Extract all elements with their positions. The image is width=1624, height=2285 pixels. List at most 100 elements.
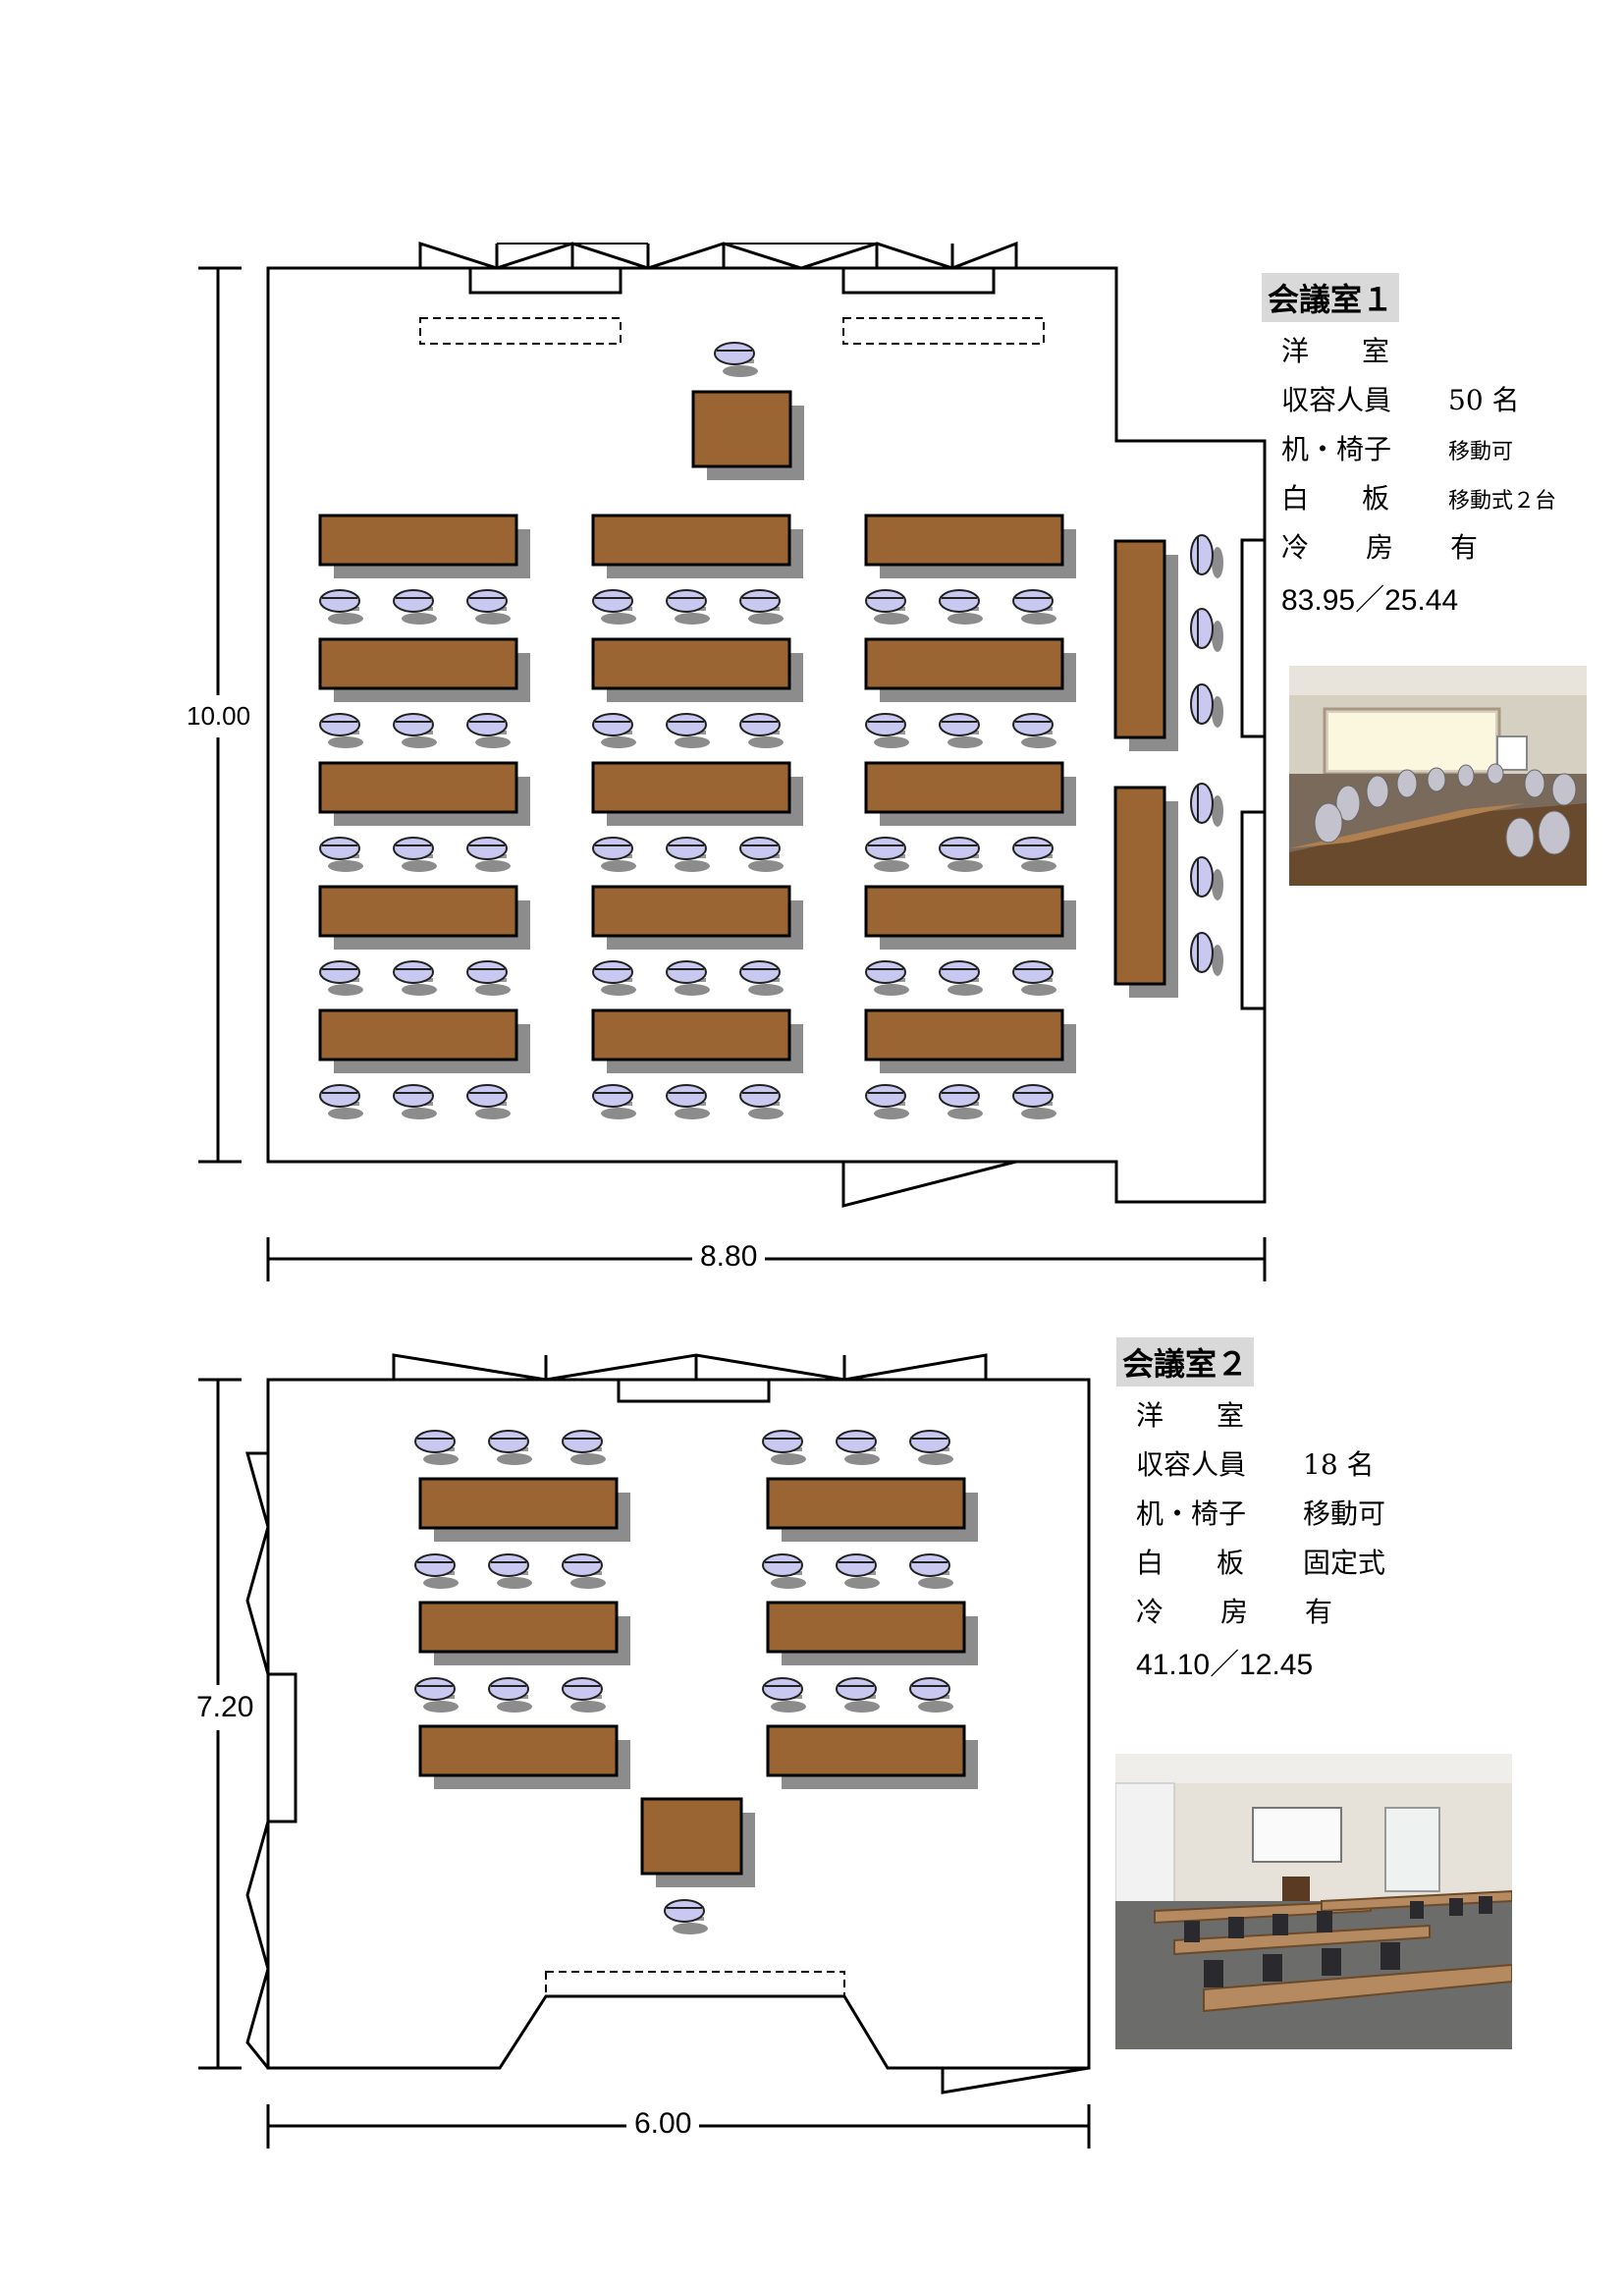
room1-chair	[466, 713, 511, 748]
room1-lectern-table	[691, 390, 804, 480]
room1-screen-left	[419, 317, 622, 345]
room1-type-char: 室	[1361, 335, 1389, 367]
room1-desk	[591, 1008, 803, 1073]
room2-chair	[488, 1677, 532, 1713]
room1-info: 会議室１ 洋 室 収容人員 50 名 机・椅子 移動可 白 板 移動式２台 冷 …	[1262, 273, 1557, 625]
room1-chair	[393, 1084, 437, 1119]
room2-wall	[266, 1378, 1091, 2070]
room2-door	[941, 2066, 1090, 2095]
room2-title: 会議室２	[1116, 1337, 1255, 1387]
room1-chair	[393, 713, 437, 748]
room2-width-dimension: 6.00	[626, 2107, 700, 2141]
room1-desk	[864, 1008, 1076, 1073]
room1-chair	[739, 837, 784, 872]
room1-aircon-char: 冷	[1281, 531, 1310, 564]
room1-capacity-value: 50 名	[1448, 384, 1520, 416]
room1-whiteboard-char: 板	[1361, 482, 1389, 515]
room2-lectern-table	[640, 1797, 755, 1887]
room1-chair	[592, 589, 636, 625]
room1-chair	[739, 589, 784, 625]
room2-desk	[418, 1724, 630, 1789]
room2-whiteboard-char: 板	[1216, 1547, 1244, 1579]
room1-chair	[865, 1084, 909, 1119]
room1-chair	[865, 589, 909, 625]
room1-desk	[318, 1008, 530, 1073]
room1-chair	[666, 960, 710, 996]
room1-capacity-label: 収容人員	[1281, 384, 1392, 416]
room1-desk	[591, 761, 803, 826]
room1-side-chair	[1190, 534, 1223, 578]
room1-chair	[319, 713, 363, 748]
room1-chair	[739, 713, 784, 748]
room1-side-panel-upper	[1240, 538, 1267, 738]
room1-chair	[939, 960, 983, 996]
room1-desk	[864, 885, 1076, 950]
room1-whiteboard-char: 白	[1281, 482, 1310, 515]
room1-chair	[666, 837, 710, 872]
room2-aircon-char: 房	[1219, 1596, 1248, 1628]
room2-whiteboard-value: 固定式	[1303, 1547, 1386, 1579]
room2-desk	[418, 1601, 630, 1665]
room1-desk	[318, 637, 530, 702]
room2-chair	[836, 1677, 880, 1713]
room2-chair	[909, 1553, 953, 1589]
room2-chair	[562, 1430, 606, 1465]
room1-chair	[939, 589, 983, 625]
room1-chair	[666, 1084, 710, 1119]
room1-side-chair	[1190, 608, 1223, 652]
room2-chair	[762, 1430, 806, 1465]
room2-chair	[836, 1553, 880, 1589]
room1-whiteboard-value: 移動式２台	[1448, 489, 1557, 514]
room1-chair	[466, 589, 511, 625]
room1-chair	[666, 589, 710, 625]
room2-desk	[766, 1724, 978, 1789]
room2-whiteboard-char: 白	[1136, 1547, 1164, 1579]
room2-left-panel	[266, 1672, 298, 1823]
room1-desk	[318, 514, 530, 578]
room1-aircon: 冷 房 有	[1281, 526, 1478, 566]
room1-side-desk	[1113, 786, 1178, 998]
room1-desk	[591, 885, 803, 950]
room1-chair	[865, 960, 909, 996]
room1-side-chair	[1190, 683, 1223, 728]
room1-chair	[393, 837, 437, 872]
room1-chair	[939, 837, 983, 872]
room1-top-niche-left	[468, 266, 623, 295]
room1-title: 会議室１	[1262, 273, 1400, 322]
room2-chair	[909, 1430, 953, 1465]
room1-area: 83.95／25.44	[1281, 584, 1459, 617]
room1-chair	[739, 1084, 784, 1119]
room1-type: 洋 室	[1281, 330, 1389, 369]
room1-side-desk	[1113, 539, 1178, 751]
room1-chair	[865, 837, 909, 872]
room1-chair	[592, 837, 636, 872]
room2-chair	[488, 1430, 532, 1465]
room1-desk	[591, 514, 803, 578]
room2-chair	[762, 1677, 806, 1713]
room1-side-panel-lower	[1240, 810, 1267, 1010]
room2-furniture-value: 移動可	[1303, 1497, 1386, 1530]
room1-chair	[1012, 960, 1056, 996]
room2-lectern-chair	[664, 1899, 708, 1934]
room1-chair	[1012, 837, 1056, 872]
room2-aircon-char: 冷	[1136, 1596, 1164, 1628]
room2-chair	[414, 1430, 459, 1465]
room1-chair	[1012, 713, 1056, 748]
room1-type-char: 洋	[1281, 335, 1310, 367]
room1-chair	[1012, 1084, 1056, 1119]
room1-side-chair	[1190, 932, 1223, 976]
room2-chair	[562, 1677, 606, 1713]
room1-screen-right	[842, 317, 1045, 345]
room1-chair	[393, 589, 437, 625]
room1-chair	[592, 713, 636, 748]
room1-chair	[319, 589, 363, 625]
room1-chair	[592, 960, 636, 996]
room1-desk	[864, 514, 1076, 578]
room2-capacity-value: 18 名	[1303, 1448, 1375, 1481]
room1-chair	[319, 960, 363, 996]
room2-top-niche	[617, 1378, 771, 1403]
room1-chair	[939, 1084, 983, 1119]
room2-type: 洋 室	[1136, 1394, 1244, 1434]
room2-left-window-lower	[245, 1821, 270, 2069]
room1-chair	[466, 1084, 511, 1119]
